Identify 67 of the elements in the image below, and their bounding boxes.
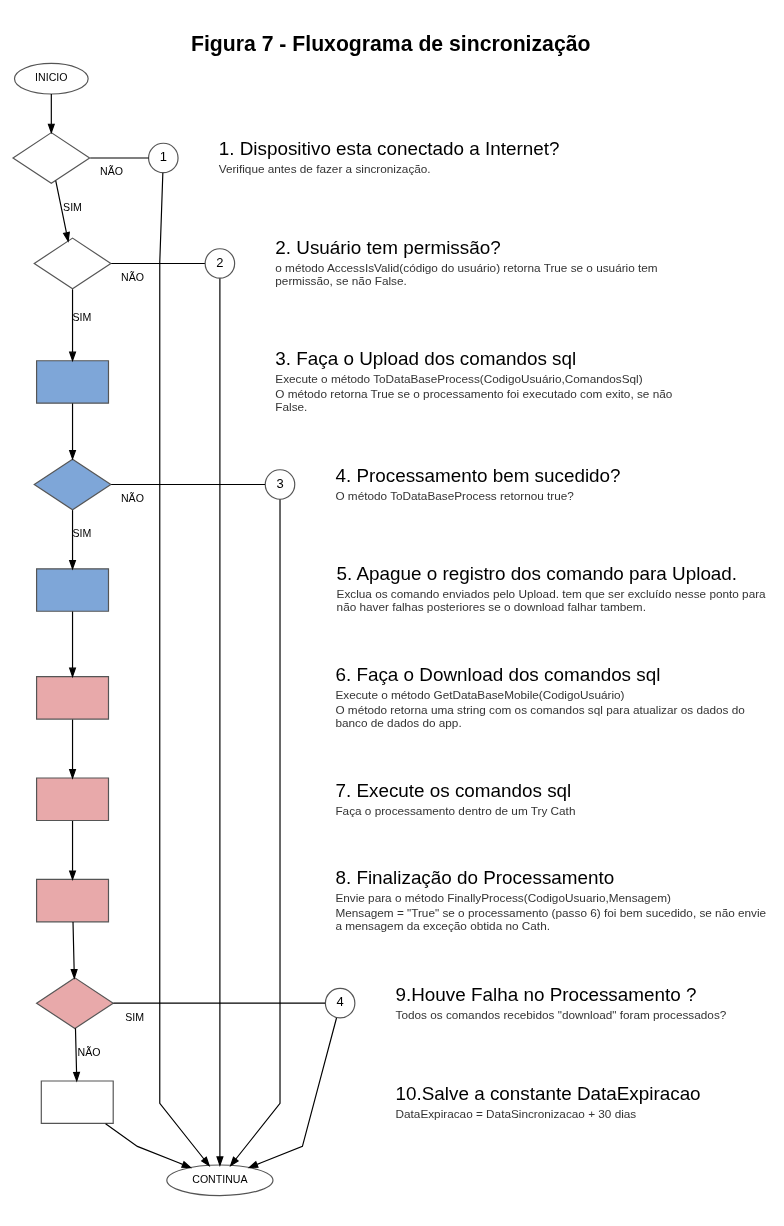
node-label: Mensagem = "True" se o processamento (passo 6) foi bem sucedido, se não envie a mensagem da exceção obtida no Cath. bbox=[335, 906, 767, 933]
node-diamond bbox=[35, 977, 115, 1030]
arrow bbox=[55, 179, 70, 243]
node-box bbox=[40, 1080, 114, 1124]
connector bbox=[110, 262, 206, 265]
arrow bbox=[68, 402, 77, 461]
node-label: Execute o método GetDataBaseMobile(CodigoUsuário) bbox=[335, 688, 625, 702]
node-circle: 2 bbox=[204, 248, 236, 279]
arrow bbox=[70, 921, 78, 980]
node-diamond bbox=[33, 458, 112, 511]
node-label: o método AccessIsValid(código do usuário) retorna True se o usuário tem permissão, se não False. bbox=[275, 260, 658, 287]
connector bbox=[112, 1002, 326, 1004]
node-label: 7. Execute os comandos sql bbox=[335, 779, 572, 801]
node-box bbox=[36, 777, 110, 822]
edge-label: NÃO bbox=[77, 1045, 101, 1058]
node-label: 4. Processamento bem sucedido? bbox=[335, 464, 621, 486]
edge-label: NÃO bbox=[121, 270, 144, 283]
arrow bbox=[68, 610, 77, 679]
node-label: 10.Salve a constante DataExpiracao bbox=[395, 1082, 701, 1104]
node-label: 1. Dispositivo esta conectado a Internet? bbox=[218, 138, 560, 160]
node-label: 9.Houve Falha no Processamento ? bbox=[395, 983, 697, 1005]
node-label: O método retorna uma string com os comandos sql para atualizar os dados do banco de dados do app. bbox=[335, 703, 745, 730]
node-label: 8. Finalização do Processamento bbox=[335, 866, 615, 888]
node-label: O método ToDataBaseProcess retornou true? bbox=[335, 488, 574, 502]
edge-label: SIM bbox=[125, 1010, 145, 1023]
node-label: Verifique antes de fazer a sincronização. bbox=[218, 162, 431, 176]
edge-label: SIM bbox=[72, 311, 92, 324]
node-ellipse: INICIO bbox=[13, 62, 89, 95]
node-label: 5. Apague o registro dos comando para Upload. bbox=[336, 563, 738, 585]
arrow bbox=[159, 172, 211, 1167]
node-label: DataExpiracao = DataSincronizacao + 30 dias bbox=[395, 1106, 637, 1120]
node-box bbox=[36, 878, 110, 923]
node-label: 2. Usuário tem permissão? bbox=[275, 236, 501, 258]
node-label: Execute o método ToDataBaseProcess(CodigoUsuário,ComandosSql) bbox=[275, 372, 643, 386]
edge-label: SIM bbox=[72, 527, 92, 540]
arrow bbox=[68, 719, 77, 780]
diagram-title: Figura 7 - Fluxograma de sincronização bbox=[191, 32, 591, 56]
edge-label: NÃO bbox=[120, 491, 144, 504]
node-circle: 1 bbox=[148, 142, 179, 174]
connector bbox=[110, 483, 266, 486]
node-circle: 4 bbox=[324, 987, 356, 1019]
node-label: O método retorna True se o processamento foi executado com exito, se não False. bbox=[275, 387, 673, 414]
node-diamond bbox=[33, 237, 112, 290]
node-ellipse: CONTINUA bbox=[166, 1164, 274, 1197]
node-label: Exclua os comando enviados pelo Upload. tem que ser excluído nesse ponto para não haver falhas posteriores se o download falhar tambem. bbox=[336, 587, 766, 614]
node-box bbox=[36, 676, 110, 720]
node-circle: 3 bbox=[264, 469, 296, 500]
arrow bbox=[68, 509, 77, 571]
arrow bbox=[247, 1017, 338, 1169]
node-label: Todos os comandos recebidos "download" foram processados? bbox=[395, 1007, 727, 1021]
arrow bbox=[229, 499, 281, 1167]
arrow bbox=[104, 1123, 193, 1169]
arrow bbox=[72, 1027, 81, 1083]
node-diamond bbox=[11, 131, 91, 184]
node-box bbox=[36, 568, 110, 612]
node-box bbox=[36, 360, 110, 404]
connector bbox=[89, 157, 150, 159]
edge-label: NÃO bbox=[100, 165, 123, 178]
arrow bbox=[68, 288, 77, 363]
node-label: 3. Faça o Upload dos comandos sql bbox=[275, 348, 577, 370]
arrow bbox=[68, 820, 77, 882]
arrow bbox=[47, 93, 56, 135]
node-label: Envie para o método FinallyProcess(CodigoUsuario,Mensagem) bbox=[335, 890, 671, 904]
arrow bbox=[216, 277, 224, 1167]
node-label: 6. Faça o Download dos comandos sql bbox=[335, 664, 661, 686]
node-label: Faça o processamento dentro de um Try Cath bbox=[335, 803, 576, 817]
edge-label: SIM bbox=[63, 200, 82, 213]
